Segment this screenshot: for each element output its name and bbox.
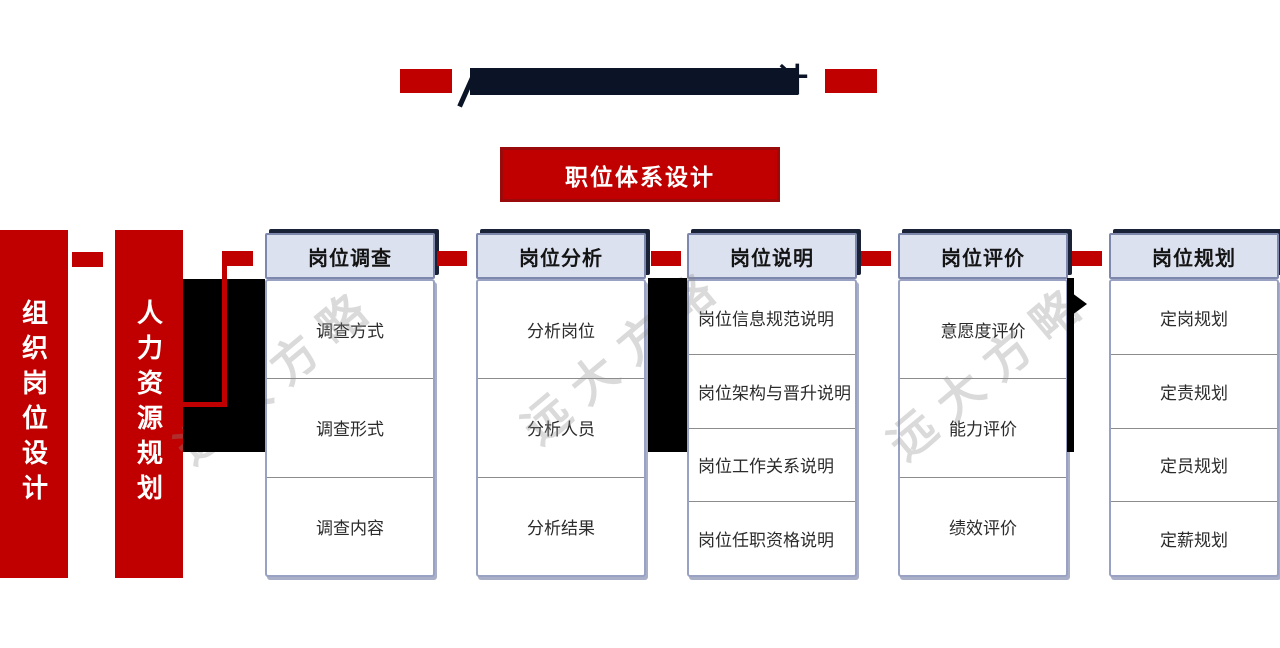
subtitle-box: 职位体系设计 xyxy=(500,147,780,202)
column-body: 调查方式 调查形式 调查内容 xyxy=(265,279,435,577)
column-header: 岗位说明 xyxy=(687,233,857,279)
column-body: 意愿度评价 能力评价 绩效评价 xyxy=(898,279,1068,577)
list-item: 定岗规划 xyxy=(1160,309,1228,329)
column-body: 分析岗位 分析人员 分析结果 xyxy=(476,279,646,577)
list-item: 岗位信息规范说明 xyxy=(698,309,834,329)
connector-dash xyxy=(437,251,467,266)
connector-line-vertical xyxy=(222,260,227,407)
column-body: 岗位信息规范说明 岗位架构与晋升说明 岗位工作关系说明 岗位任职资格说明 xyxy=(687,279,857,577)
side-bar-organization-position-design: 组织岗位设计 xyxy=(0,230,68,578)
list-item: 分析结果 xyxy=(478,476,644,575)
column-header: 岗位评价 xyxy=(898,233,1068,279)
title-accent-right xyxy=(825,69,877,93)
side-bar-label: 组织岗位设计 xyxy=(18,299,49,509)
column-header: 岗位规划 xyxy=(1109,233,1279,279)
list-item: 绩效评价 xyxy=(900,476,1066,575)
column-position-planning: 岗位规划 定岗规划 定责规划 定员规划 定薪规划 xyxy=(1109,233,1279,577)
redaction-bar xyxy=(1067,278,1074,452)
list-item: 分析人员 xyxy=(478,378,644,476)
list-item: 岗位工作关系说明 xyxy=(689,427,855,502)
list-item: 岗位架构与晋升说明 xyxy=(689,353,855,428)
connector-dash xyxy=(651,251,681,266)
column-position-description: 岗位说明 岗位信息规范说明 岗位架构与晋升说明 岗位工作关系说明 岗位任职资格说… xyxy=(687,233,857,577)
list-item: 分析岗位 xyxy=(527,322,595,342)
list-item: 调查内容 xyxy=(267,476,433,575)
connector-dash xyxy=(1072,251,1102,266)
title-accent-left xyxy=(400,69,452,93)
connector-line-horizontal xyxy=(183,402,227,407)
side-bar-label: 人力资源规划 xyxy=(133,299,164,509)
cursor-arrow-icon xyxy=(1068,290,1087,318)
list-item: 定薪规划 xyxy=(1111,501,1277,575)
list-item: 意愿度评价 xyxy=(940,322,1026,342)
side-bar-hr-planning: 人力资源规划 xyxy=(115,230,183,578)
list-item: 定责规划 xyxy=(1111,353,1277,428)
list-item: 调查形式 xyxy=(267,378,433,476)
title-redaction-bar xyxy=(470,68,798,95)
list-item: 调查方式 xyxy=(316,322,384,342)
column-body: 定岗规划 定责规划 定员规划 定薪规划 xyxy=(1109,279,1279,577)
column-position-survey: 岗位调查 调查方式 调查形式 调查内容 xyxy=(265,233,435,577)
list-item: 定员规划 xyxy=(1111,427,1277,502)
column-header: 岗位调查 xyxy=(265,233,435,279)
list-item: 岗位任职资格说明 xyxy=(689,501,855,575)
list-item: 能力评价 xyxy=(900,378,1066,476)
redaction-block xyxy=(648,278,687,452)
column-position-analysis: 岗位分析 分析岗位 分析人员 分析结果 xyxy=(476,233,646,577)
connector-dash xyxy=(861,251,891,266)
connector-dash xyxy=(222,251,253,266)
connector-dash xyxy=(72,252,103,267)
column-position-evaluation: 岗位评价 意愿度评价 能力评价 绩效评价 xyxy=(898,233,1068,577)
column-header: 岗位分析 xyxy=(476,233,646,279)
